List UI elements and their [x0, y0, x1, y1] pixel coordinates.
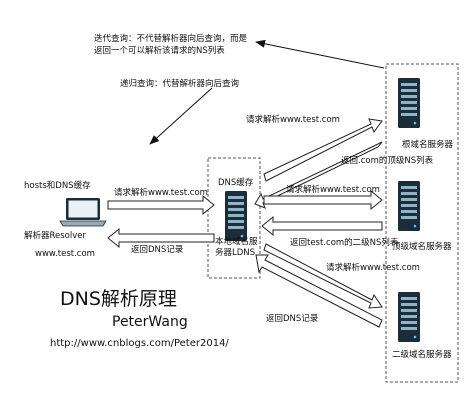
ldns-dashed-box — [207, 157, 261, 279]
label-hosts-cache: hosts和DNS缓存 — [24, 181, 91, 191]
label-client-domain: www.test.com — [35, 249, 95, 259]
diagram-title: DNS解析原理 — [60, 288, 177, 310]
label-resolver: 解析器Resolver — [24, 231, 86, 241]
ldns-server-icon — [225, 191, 247, 241]
recursive-note: 递归查询：代替解析器向后查询 — [120, 79, 240, 89]
label-return-test-ns: 返回test.com的二级NS列表 — [290, 238, 399, 248]
label-request-tld: 请求解析www.test.com — [286, 185, 380, 195]
second-level-server-icon — [398, 292, 420, 342]
arrow-root-to-ldns — [254, 141, 383, 209]
iterative-note-line2: 返回一个可以解析该请求的NS列表 — [94, 46, 225, 56]
label-tld-server: 顶级域名服务器 — [392, 242, 452, 252]
arrow-tld-to-ldns — [261, 215, 383, 237]
blog-url: http://www.cnblogs.com/Peter2014/ — [50, 338, 229, 349]
arrow-ldns-to-tld — [263, 189, 383, 211]
label-ldns-line2: 务器LDNS — [215, 248, 256, 258]
label-request-from-client: 请求解析www.test.com — [114, 188, 208, 198]
recursive-query-arrow — [149, 87, 213, 145]
iterative-note-line1: 迭代查询：不代替解析器向后查询，而是 — [94, 34, 248, 44]
label-return-dns-record: 返回DNS记录 — [131, 245, 184, 255]
label-request-second: 请求解析www.test.com — [326, 263, 420, 273]
arrow-ldns-to-root — [263, 118, 383, 182]
arrow-ldns-to-client — [107, 227, 215, 249]
arrow-second-to-ldns — [255, 254, 383, 328]
label-return-dns-record-2: 返回DNS记录 — [266, 314, 319, 324]
root-server-icon — [398, 78, 420, 128]
author-name: PeterWang — [112, 314, 188, 330]
tld-server-icon — [398, 181, 420, 231]
arrow-ldns-to-second — [263, 243, 383, 309]
label-return-com-ns: 返回.com的顶级NS列表 — [341, 156, 434, 166]
authoritative-servers-dashed-box — [385, 63, 459, 383]
label-dns-cache: DNS缓存 — [218, 178, 254, 188]
iterative-query-arrow — [255, 39, 385, 69]
arrow-client-to-ldns — [107, 194, 215, 216]
label-ldns-line1: 本地域名服 — [215, 237, 258, 247]
label-request-root: 请求解析www.test.com — [246, 115, 340, 125]
label-root-server: 根域名服务器 — [402, 140, 454, 150]
label-second-server: 二级域名服务器 — [392, 350, 452, 360]
laptop-icon — [59, 198, 107, 227]
